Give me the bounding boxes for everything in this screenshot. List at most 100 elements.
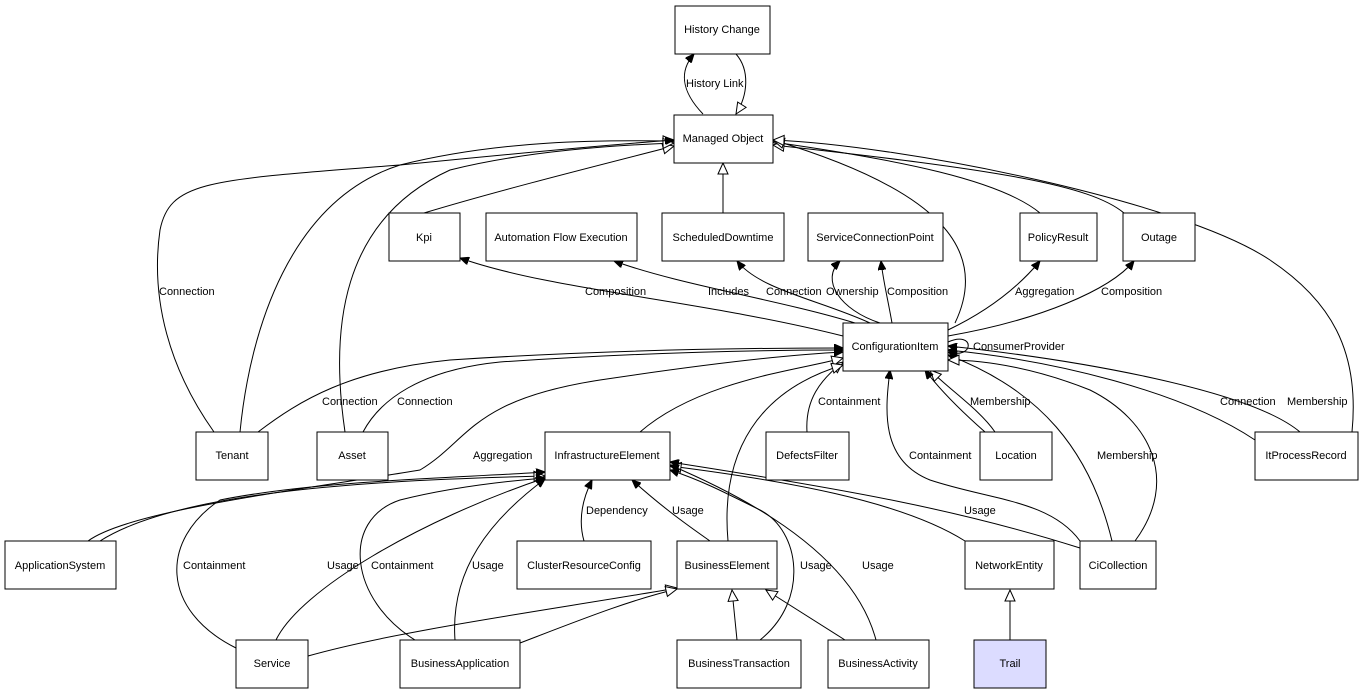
node-scheduled-downtime[interactable]: ScheduledDowntime	[661, 212, 785, 262]
edge-bizact-be[interactable]	[764, 589, 846, 641]
node-label: Tenant	[215, 450, 248, 462]
node-automation-flow-execution[interactable]: Automation Flow Execution	[485, 212, 638, 262]
edge-itpr-to-mo[interactable]	[771, 134, 1354, 433]
node-label: NetworkEntity	[975, 560, 1043, 572]
edge-tenant-mo-connection[interactable]	[157, 140, 674, 433]
node-label: ApplicationSystem	[15, 560, 106, 572]
edge-label-ownership: Ownership	[826, 286, 879, 298]
node-business-transaction[interactable]: BusinessTransaction	[676, 639, 802, 689]
edge-label-containment-service: Containment	[183, 560, 245, 572]
edge-history-link-up[interactable]	[683, 54, 704, 115]
node-label: BusinessTransaction	[688, 658, 790, 670]
edge-infra-ci[interactable]	[639, 355, 845, 433]
edge-label-connection-tenant-mo: Connection	[159, 286, 215, 298]
node-cluster-resource-config[interactable]: ClusterResourceConfig	[516, 540, 652, 590]
edge-cicoll-ci-2[interactable]	[946, 354, 1158, 542]
edge-label-consumer-provider: ConsumerProvider	[973, 341, 1065, 353]
node-history-change[interactable]: History Change	[674, 5, 771, 55]
node-infrastructure-element[interactable]: InfrastructureElement	[544, 431, 671, 481]
node-managed-object[interactable]: Managed Object	[673, 114, 774, 164]
edge-cicoll-ci-contain[interactable]	[887, 370, 1081, 542]
edge-bizapp-infra-usage[interactable]	[454, 479, 545, 641]
node-business-element[interactable]: BusinessElement	[676, 540, 778, 590]
node-label: Kpi	[416, 232, 432, 244]
edge-service-be[interactable]	[307, 584, 679, 657]
edge-ci-sd[interactable]	[737, 261, 871, 324]
edge-appsys-ci[interactable]	[87, 352, 843, 542]
edge-label-membership-itpr: Membership	[1287, 396, 1348, 408]
node-label: DefectsFilter	[776, 450, 838, 462]
edge-cicoll-ci-member[interactable]	[948, 355, 1113, 542]
edge-ci-scp-own[interactable]	[832, 261, 881, 324]
node-label: Service	[254, 658, 291, 670]
node-business-application[interactable]: BusinessApplication	[399, 639, 521, 689]
edge-itpr-ci-conn[interactable]	[948, 350, 1256, 441]
node-label: PolicyResult	[1028, 232, 1089, 244]
edge-ci-kpi[interactable]	[460, 258, 844, 337]
node-network-entity[interactable]: NetworkEntity	[964, 540, 1055, 590]
node-label: Outage	[1141, 232, 1177, 244]
edge-label-aggregation-policy: Aggregation	[1015, 286, 1074, 298]
nodes: History Change Managed Object Kpi Automa…	[4, 5, 1359, 689]
edge-ci-afe[interactable]	[614, 261, 856, 324]
node-outage[interactable]: Outage	[1122, 212, 1196, 262]
node-business-activity[interactable]: BusinessActivity	[827, 639, 930, 689]
edge-bizact-infra[interactable]	[670, 465, 877, 641]
edge-asset-ci[interactable]	[362, 350, 843, 433]
edge-label-includes: Includes	[708, 286, 749, 298]
node-location[interactable]: Location	[979, 431, 1053, 481]
node-label: InfrastructureElement	[554, 450, 659, 462]
edge-location-ci[interactable]	[929, 369, 996, 433]
edge-label-usage-service: Usage	[327, 560, 359, 572]
edge-label-dependency: Dependency	[586, 505, 648, 517]
edge-outage-to-mo[interactable]	[771, 140, 1125, 214]
edge-label-usage-be: Usage	[672, 505, 704, 517]
node-kpi[interactable]: Kpi	[388, 212, 461, 262]
node-tenant[interactable]: Tenant	[195, 431, 269, 481]
edge-kpi-to-mo[interactable]	[423, 143, 676, 214]
node-application-system[interactable]: ApplicationSystem	[4, 540, 117, 590]
edge-location-ci-2[interactable]	[925, 370, 986, 433]
edges	[87, 53, 1354, 657]
edge-network-infra[interactable]	[668, 461, 966, 542]
edge-service-infra-usage[interactable]	[275, 478, 545, 641]
node-service-connection-point[interactable]: ServiceConnectionPoint	[807, 212, 944, 262]
edge-service-infra-contain[interactable]	[176, 472, 545, 649]
node-service[interactable]: Service	[235, 639, 309, 689]
node-trail[interactable]: Trail	[973, 639, 1047, 689]
node-label: BusinessActivity	[838, 658, 918, 670]
edge-bizapp-be[interactable]	[519, 585, 679, 644]
edge-asset-to-mo[interactable]	[339, 137, 676, 433]
node-label: Asset	[338, 450, 366, 462]
node-label: CiCollection	[1089, 560, 1148, 572]
edge-history-link-down[interactable]	[735, 53, 748, 116]
edge-tenant-ci[interactable]	[257, 348, 843, 433]
edge-policy-to-mo[interactable]	[771, 137, 1041, 214]
edge-be-ci[interactable]	[726, 362, 845, 542]
edge-itpr-ci-member[interactable]	[948, 346, 1301, 433]
node-label: Managed Object	[683, 133, 764, 145]
node-configuration-item[interactable]: ConfigurationItem	[842, 322, 949, 372]
edge-labels: History Link Connection Composition Incl…	[159, 78, 1348, 572]
node-policy-result[interactable]: PolicyResult	[1019, 212, 1098, 262]
node-label: ClusterResourceConfig	[527, 560, 641, 572]
edge-appsys-infra[interactable]	[99, 470, 547, 542]
node-ci-collection[interactable]: CiCollection	[1079, 540, 1157, 590]
node-it-process-record[interactable]: ItProcessRecord	[1254, 431, 1359, 481]
node-label: Trail	[1000, 658, 1021, 670]
edge-ci-policy[interactable]	[947, 261, 1040, 331]
edge-cicoll-infra-usage[interactable]	[670, 462, 1081, 549]
edge-ci-outage[interactable]	[947, 261, 1134, 337]
node-defects-filter[interactable]: DefectsFilter	[765, 431, 850, 481]
edge-label-connection-scd: Connection	[766, 286, 822, 298]
node-label: Automation Flow Execution	[494, 232, 627, 244]
edge-be-infra[interactable]	[632, 480, 711, 542]
node-label: History Change	[684, 24, 760, 36]
edge-ci-scp-comp[interactable]	[881, 261, 893, 324]
edge-biztrans-be[interactable]	[727, 588, 739, 641]
edge-bizapp-infra-contain[interactable]	[359, 478, 545, 641]
node-asset[interactable]: Asset	[316, 431, 389, 481]
edge-label-usage-biztrans: Usage	[800, 560, 832, 572]
edge-cluster-infra[interactable]	[580, 480, 592, 542]
node-label: BusinessElement	[685, 560, 770, 572]
